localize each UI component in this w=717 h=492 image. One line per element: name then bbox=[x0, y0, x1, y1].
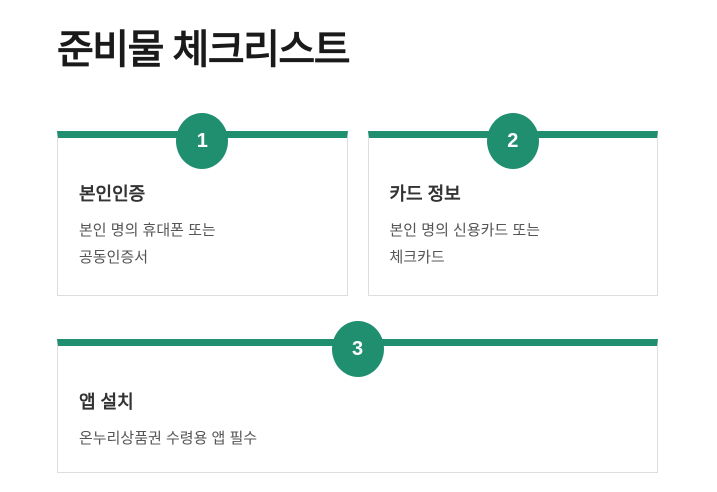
card-description-line: 본인 명의 휴대폰 또는 bbox=[79, 222, 216, 239]
card-description: 본인 명의 신용카드 또는 체크카드 bbox=[390, 217, 637, 271]
step-number: 3 bbox=[351, 337, 364, 360]
checklist-card-card-info: 2 카드 정보 본인 명의 신용카드 또는 체크카드 bbox=[367, 113, 658, 296]
checklist-cards: 1 본인인증 본인 명의 휴대폰 또는 공동인증서 2 카드 정보 본인 명의 … bbox=[57, 113, 658, 473]
page-title: 준비물 체크리스트 bbox=[57, 28, 351, 72]
step-number-badge: 3 bbox=[331, 321, 384, 377]
card-title: 카드 정보 bbox=[389, 184, 461, 204]
step-number-badge: 1 bbox=[176, 113, 229, 169]
step-number: 2 bbox=[507, 129, 519, 152]
card-description: 온누리상품권 수령용 앱 필수 bbox=[79, 425, 636, 452]
checklist-card-identity: 1 본인인증 본인 명의 휴대폰 또는 공동인증서 bbox=[57, 113, 348, 296]
card-description-line: 온누리상품권 수령용 앱 필수 bbox=[79, 430, 258, 447]
card-description-line: 공동인증서 bbox=[79, 249, 149, 266]
checklist-card-app-install: 3 앱 설치 온누리상품권 수령용 앱 필수 bbox=[57, 321, 658, 473]
step-number: 1 bbox=[196, 129, 208, 152]
step-number-badge: 2 bbox=[486, 113, 539, 169]
card-description-line: 본인 명의 신용카드 또는 bbox=[389, 222, 541, 239]
card-description-line: 체크카드 bbox=[389, 249, 445, 266]
card-description: 본인 명의 휴대폰 또는 공동인증서 bbox=[79, 217, 326, 271]
card-title: 본인인증 bbox=[79, 184, 146, 204]
card-title: 앱 설치 bbox=[79, 392, 134, 412]
